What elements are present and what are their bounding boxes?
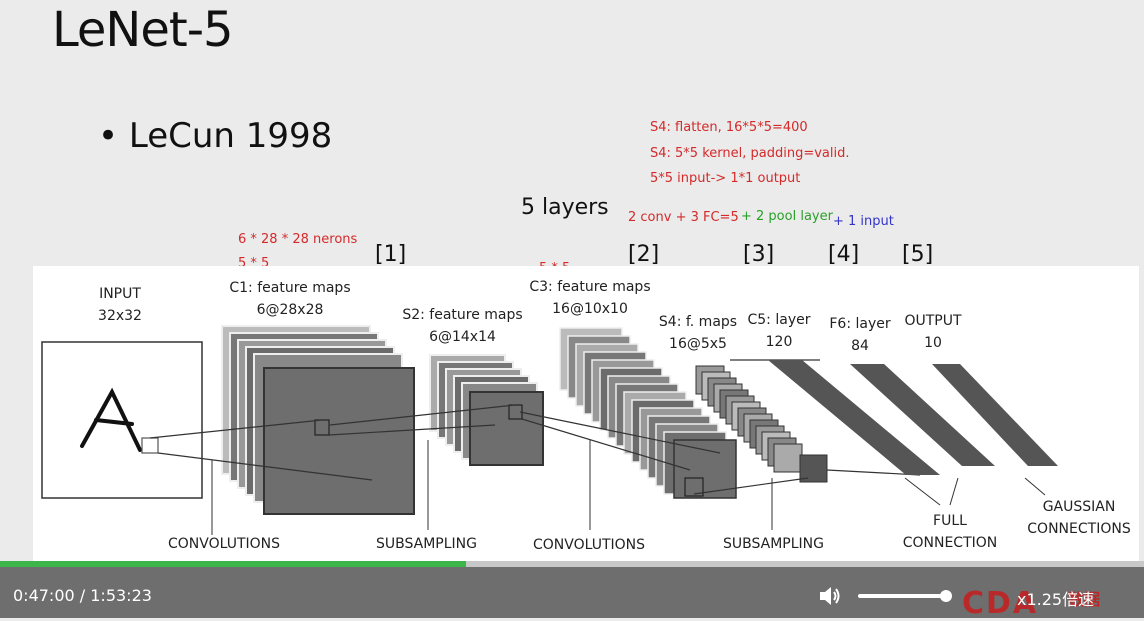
bracket-label: [2] bbox=[628, 242, 660, 267]
bracket-label: [5] bbox=[902, 242, 934, 267]
caption-gaussian: GAUSSIAN bbox=[1042, 499, 1116, 515]
annotation-s4-io: 5*5 input-> 1*1 output bbox=[650, 171, 801, 186]
caption-subsampling-1: SUBSAMPLING bbox=[376, 536, 477, 552]
bracket-label: [1] bbox=[375, 242, 407, 267]
s4-feature-map-stack bbox=[695, 365, 828, 483]
caption-convolutions-1: CONVOLUTIONS bbox=[168, 536, 281, 552]
output-label: OUTPUT bbox=[904, 313, 962, 329]
brand-logo-text: 数据 bbox=[1068, 590, 1101, 609]
lenet-diagram-graphics bbox=[41, 325, 1058, 535]
caption-convolutions-2: CONVOLUTIONS bbox=[533, 537, 646, 553]
caption-connection: CONNECTION bbox=[902, 535, 998, 551]
input-size: 32x32 bbox=[98, 308, 142, 324]
caption-subsampling-2: SUBSAMPLING bbox=[723, 536, 824, 552]
c1-size: 6@28x28 bbox=[256, 302, 324, 318]
c1-label: C1: feature maps bbox=[229, 280, 351, 296]
c5-size: 120 bbox=[765, 334, 793, 350]
annotation-s4-kernel: S4: 5*5 kernel, padding=valid. bbox=[650, 146, 850, 161]
volume-slider-handle[interactable] bbox=[940, 590, 952, 602]
c3-label: C3: feature maps bbox=[529, 279, 651, 295]
c5-fc-band bbox=[768, 360, 940, 475]
c3-feature-map-stack bbox=[559, 327, 737, 499]
input-image-box bbox=[41, 341, 203, 499]
c3-size: 16@10x10 bbox=[552, 301, 628, 317]
annotation-input: + 1 input bbox=[833, 214, 894, 229]
s2-size: 6@14x14 bbox=[429, 329, 496, 345]
volume-slider[interactable] bbox=[858, 594, 946, 598]
caption-connections: CONNECTIONS bbox=[1027, 521, 1131, 537]
f6-fc-band bbox=[850, 364, 995, 466]
bullet-point: • LeCun 1998 bbox=[98, 116, 333, 156]
layers-count-label: 5 layers bbox=[521, 195, 609, 220]
handwritten-a-glyph bbox=[80, 387, 142, 452]
annotation-pool: + 2 pool layer bbox=[741, 209, 833, 224]
annotation-conv-fc: 2 conv + 3 FC=5 bbox=[628, 210, 739, 225]
s2-feature-map-stack bbox=[429, 354, 544, 466]
speaker-icon[interactable] bbox=[818, 585, 842, 607]
annotation-s4-flatten: S4: flatten, 16*5*5=400 bbox=[650, 120, 808, 135]
f6-label: F6: layer bbox=[829, 316, 891, 332]
progress-bar[interactable] bbox=[0, 561, 1144, 567]
playback-speed-button[interactable]: x1.25倍速 bbox=[1017, 590, 1095, 609]
bracket-label: [3] bbox=[743, 242, 775, 267]
s2-label: S2: feature maps bbox=[402, 307, 523, 323]
caption-full: FULL bbox=[933, 513, 967, 529]
bracket-label: [4] bbox=[828, 242, 860, 267]
c5-label: C5: layer bbox=[747, 312, 811, 328]
playback-time: 0:47:00 / 1:53:23 bbox=[13, 586, 152, 605]
progress-bar-fill bbox=[0, 561, 466, 567]
f6-size: 84 bbox=[851, 338, 869, 354]
s4-size: 16@5x5 bbox=[669, 336, 727, 352]
slide-title: LeNet-5 bbox=[52, 2, 234, 58]
s4-label: S4: f. maps bbox=[658, 314, 738, 330]
brand-logo: CDA bbox=[962, 586, 1039, 621]
video-control-bar bbox=[0, 561, 1144, 618]
output-size: 10 bbox=[924, 335, 942, 351]
output-fc-band bbox=[932, 364, 1058, 466]
input-label: INPUT bbox=[99, 286, 141, 302]
c1-feature-map-stack bbox=[221, 325, 415, 515]
annotation-neurons: 6 * 28 * 28 nerons bbox=[238, 232, 358, 247]
